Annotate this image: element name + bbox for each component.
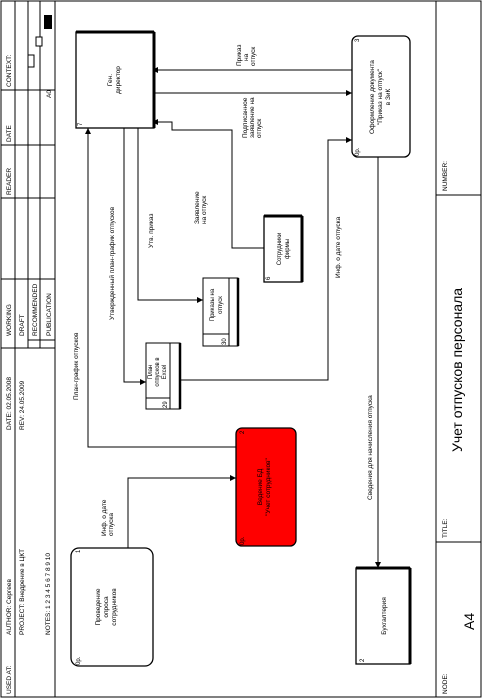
date-field: DATE: 02.05.2008 xyxy=(6,377,13,430)
context-node: A0 xyxy=(46,90,53,98)
box-1-cost: 0р. xyxy=(76,656,82,665)
notes-field: NOTES: 1 2 3 4 5 6 7 8 9 10 xyxy=(45,553,52,635)
footer-texts: NODE: A4 TITLE: Учет отпусков персонала … xyxy=(442,161,477,694)
activity-box-2[interactable]: Ведение БД "Учет сотрудников" 2 0р. xyxy=(235,427,297,547)
gen-line-1: Ген. xyxy=(107,74,114,86)
arrow-sotr-to-gen[interactable] xyxy=(152,119,264,249)
arrow-labels: План-график отпусков Утвержденный план-г… xyxy=(73,45,374,536)
box-1-number: 1 xyxy=(76,549,82,553)
box-2-line-2: "Учет сотрудников" xyxy=(265,457,272,515)
prikazy-line-1: Приказы на xyxy=(210,288,216,321)
box-1-line-2: опроса xyxy=(103,596,110,618)
label-svedeniya: Сведения для начисления отпуска xyxy=(367,395,374,500)
node-label: NODE: xyxy=(442,673,449,694)
number-label: NUMBER: xyxy=(442,161,449,191)
box-3-line-3: в ЗиК xyxy=(385,88,392,105)
node-value: A4 xyxy=(461,613,477,630)
box-1-line-3: сотрудников xyxy=(111,588,118,626)
label-zayavlenie-2: на отпуск xyxy=(201,196,208,224)
gen-number: 7 xyxy=(78,122,84,126)
activity-box-1[interactable]: Проведение опроса сотрудников 1 0р. xyxy=(70,547,154,667)
status-publication: PUBLICATION xyxy=(46,293,53,336)
box-3-cost: 0р. xyxy=(355,147,361,156)
arrow-gen-to-prikazy[interactable] xyxy=(137,128,203,303)
header-texts: USED AT: AUTHOR: Сергеев PROJECT: Внедре… xyxy=(6,55,53,694)
diagram-title: Учет отпусков персонала xyxy=(449,288,465,452)
used-at-label: USED AT: xyxy=(6,665,13,694)
plan-line-2: отпусков в xyxy=(155,357,161,386)
box-2-number: 2 xyxy=(240,430,246,434)
label-utv-plan: Утвержденный план-график отпусков xyxy=(108,206,116,320)
arrow-b1-to-b2[interactable] xyxy=(127,475,236,548)
external-bukhgalteriya[interactable]: Бухгалтерия 2 xyxy=(355,566,412,665)
external-gen-director[interactable]: Ген. директор 7 xyxy=(75,30,156,129)
plan-line-1: План xyxy=(148,365,154,379)
arrows xyxy=(85,67,381,568)
arrow-b2-to-gen[interactable] xyxy=(85,128,236,448)
gen-line-2: директор xyxy=(115,66,122,94)
context-label: CONTEXT: xyxy=(6,55,13,87)
box-3-line-2: "Приказ на отпуск" xyxy=(377,68,384,125)
prikazy-number: 30 xyxy=(222,338,228,345)
project-field: PROJECT: Внедрение в ЦКТ xyxy=(19,549,26,635)
reader-date-label: DATE xyxy=(6,124,13,142)
sotr-number: 6 xyxy=(266,276,272,280)
label-info-date-b1-1: Инф. о дате xyxy=(101,499,108,536)
datastore-prikazy[interactable]: Приказы на отпуск 30 xyxy=(202,277,240,347)
activity-box-3[interactable]: Оформление документа "Приказ на отпуск" … xyxy=(351,35,411,158)
label-utv-prikaz: Утв. приказ xyxy=(148,214,155,248)
buh-line-1: Бухгалтерия xyxy=(381,597,388,635)
reader-label: READER xyxy=(6,168,13,195)
label-podpisannoe-3: отпуск xyxy=(256,119,263,138)
box-1-line-1: Проведение xyxy=(95,588,102,625)
footer-frame xyxy=(435,1,481,697)
title-label: TITLE: xyxy=(442,518,449,538)
prikazy-line-2: отпуск xyxy=(218,296,224,314)
arrow-gen-to-plan[interactable] xyxy=(123,128,146,385)
buh-number: 2 xyxy=(360,658,366,662)
sotr-line-1: Сотрудники xyxy=(277,233,283,266)
label-podpisannoe-2: заявление на xyxy=(249,97,256,138)
box-2-line-1: Ведение БД xyxy=(257,468,264,505)
label-zayavlenie-1: Заявление xyxy=(194,191,201,224)
label-prikaz-1: Приказ xyxy=(236,45,243,66)
label-prikaz-3: отпуск xyxy=(250,47,257,66)
plan-number: 29 xyxy=(163,401,169,408)
context-thumbnail xyxy=(27,15,52,68)
datastore-plan[interactable]: План отпусков в Excel 29 xyxy=(145,342,182,410)
arrow-plan-to-b3[interactable] xyxy=(180,137,352,381)
status-recommended: RECOMMENDED xyxy=(32,283,39,336)
label-info-date-b1-2: отпуска xyxy=(108,513,115,536)
box-3-number: 3 xyxy=(355,38,361,42)
label-prikaz-2: на xyxy=(243,53,250,61)
label-podpisannoe-1: Подписанное xyxy=(242,97,249,138)
sotr-line-2: фирмы xyxy=(285,239,291,259)
label-info-date-b3: Инф. о дате отпуска xyxy=(335,216,342,278)
rev-field: REV: 24.05.2009 xyxy=(19,380,26,430)
box-3-line-1: Оформление документа xyxy=(369,60,376,134)
status-draft: DRAFT xyxy=(19,314,26,336)
box-2-cost: 0р. xyxy=(240,536,246,545)
external-sotrudniki[interactable]: Сотрудники фирмы 6 xyxy=(263,214,304,283)
plan-line-3: Excel xyxy=(162,365,168,380)
status-working: WORKING xyxy=(6,304,13,336)
author-field: AUTHOR: Сергеев xyxy=(6,579,13,635)
label-plan-grafik: План-график отпусков xyxy=(73,332,80,400)
